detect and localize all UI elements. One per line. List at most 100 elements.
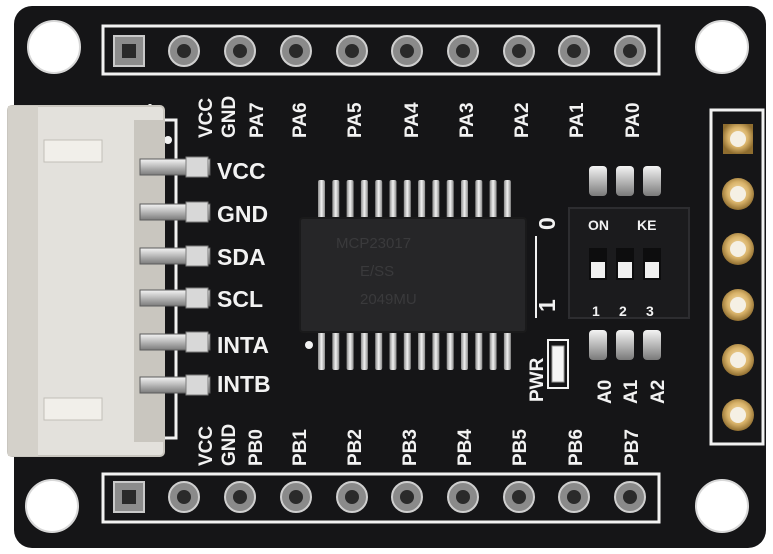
chip-lead xyxy=(403,330,411,370)
chip-lead xyxy=(389,180,397,220)
chip-marking-3: 2049MU xyxy=(360,291,417,308)
dip-switch: ON KE 1 2 3 xyxy=(568,207,690,319)
dip-num-1: 1 xyxy=(592,303,600,319)
chip-lead xyxy=(475,180,483,220)
chip-lead xyxy=(446,330,454,370)
pad-hole xyxy=(233,490,247,504)
top-label: PA3 xyxy=(457,102,478,138)
pwr-led xyxy=(547,339,569,389)
pad-hole xyxy=(456,490,470,504)
dip-lever-1 xyxy=(591,262,605,278)
chip-lead xyxy=(503,330,511,370)
bottom-label: VCC xyxy=(196,426,217,466)
address-label-a1: A1 xyxy=(621,379,642,404)
top-header-outline xyxy=(101,24,661,76)
pad-hole xyxy=(512,490,526,504)
dip-pad xyxy=(643,330,661,360)
chip-lead xyxy=(360,330,368,370)
bottom-label: PB7 xyxy=(622,429,643,466)
connector-label: INTA xyxy=(217,332,269,358)
chip-lead xyxy=(475,330,483,370)
chip-lead xyxy=(375,180,383,220)
pin-solder xyxy=(185,287,209,309)
right-header-pads xyxy=(722,124,754,431)
square-pad xyxy=(113,481,145,513)
chip-lead xyxy=(418,180,426,220)
pin-solder xyxy=(185,156,209,178)
dip-num-2: 2 xyxy=(619,303,627,319)
pad-hole xyxy=(730,407,746,423)
dip-lever-2 xyxy=(618,262,632,278)
top-header-labels: VCC GND PA7 PA6 PA5 PA4 PA3 PA2 PA1 PA0 xyxy=(196,96,644,138)
chip-lead xyxy=(446,180,454,220)
chip-lead xyxy=(332,330,340,370)
bottom-label: PB6 xyxy=(566,429,587,466)
pad-hole xyxy=(730,297,746,313)
chip-lead xyxy=(503,180,511,220)
chip-lead xyxy=(389,330,397,370)
connector-label: SDA xyxy=(217,244,266,270)
pad-hole xyxy=(289,490,303,504)
chip-lead xyxy=(461,180,468,220)
pad-hole xyxy=(730,352,746,368)
pad-hole xyxy=(289,44,303,58)
pad-hole xyxy=(400,490,414,504)
state-1-label: 1 xyxy=(534,299,560,312)
pad-hole xyxy=(456,44,470,58)
bottom-header-labels: VCC GND PB0 PB1 PB2 PB3 PB4 PB5 PB6 PB7 xyxy=(196,424,643,466)
dip-lever-3 xyxy=(645,262,659,278)
bottom-label: PB5 xyxy=(510,429,531,466)
pad-hole xyxy=(122,490,136,504)
pad-hole xyxy=(730,131,746,147)
chip-lead xyxy=(489,180,497,220)
address-label-a2: A2 xyxy=(648,380,669,404)
pad-hole xyxy=(730,241,746,257)
top-label: GND xyxy=(219,96,240,138)
bottom-label: PB1 xyxy=(290,429,311,466)
pad-hole xyxy=(567,490,581,504)
top-header-pads xyxy=(113,35,646,67)
connector-label: INTB xyxy=(217,371,271,397)
top-label: VCC xyxy=(196,98,217,138)
top-label: PA1 xyxy=(567,102,588,138)
top-label: PA0 xyxy=(623,102,644,138)
pad-hole xyxy=(345,44,359,58)
top-label: PA2 xyxy=(512,102,533,138)
dip-num-3: 3 xyxy=(646,303,654,319)
dip-pad xyxy=(616,166,634,196)
pad-hole xyxy=(177,490,191,504)
ic-chip: MCP23017 E/SS 2049MU xyxy=(299,217,527,349)
connector-labels: VCC GND SDA SCL INTA INTB xyxy=(217,158,271,397)
pin-solder xyxy=(185,374,209,396)
bottom-header-pads xyxy=(113,481,646,513)
chip-lead xyxy=(346,180,354,220)
chip-leads xyxy=(318,180,511,370)
pad-hole xyxy=(567,44,581,58)
chip-lead xyxy=(360,180,368,220)
chip-lead xyxy=(318,330,325,370)
chip-lead xyxy=(461,330,468,370)
dip-on-label: ON xyxy=(588,217,609,233)
bottom-label: PB4 xyxy=(455,429,476,466)
address-label-a0: A0 xyxy=(595,380,616,404)
chip-lead xyxy=(318,180,325,220)
chip-lead xyxy=(432,330,440,370)
pad-hole xyxy=(345,490,359,504)
bottom-header-outline xyxy=(101,472,661,524)
pad-hole xyxy=(623,490,637,504)
pin-solder xyxy=(185,245,209,267)
chip-lead xyxy=(346,330,354,370)
pad-hole xyxy=(233,44,247,58)
dip-solder-pads xyxy=(589,166,661,360)
bottom-label: PB3 xyxy=(400,429,421,466)
top-label: PA7 xyxy=(247,102,268,138)
mounting-holes xyxy=(25,20,749,533)
dip-ke-label: KE xyxy=(637,217,656,233)
top-label: PA6 xyxy=(290,102,311,138)
pad-hole xyxy=(512,44,526,58)
bottom-label: GND xyxy=(219,424,240,466)
pin-solder xyxy=(185,201,209,223)
top-label: PA5 xyxy=(345,102,366,138)
chip-marking-2: E/SS xyxy=(360,263,394,280)
